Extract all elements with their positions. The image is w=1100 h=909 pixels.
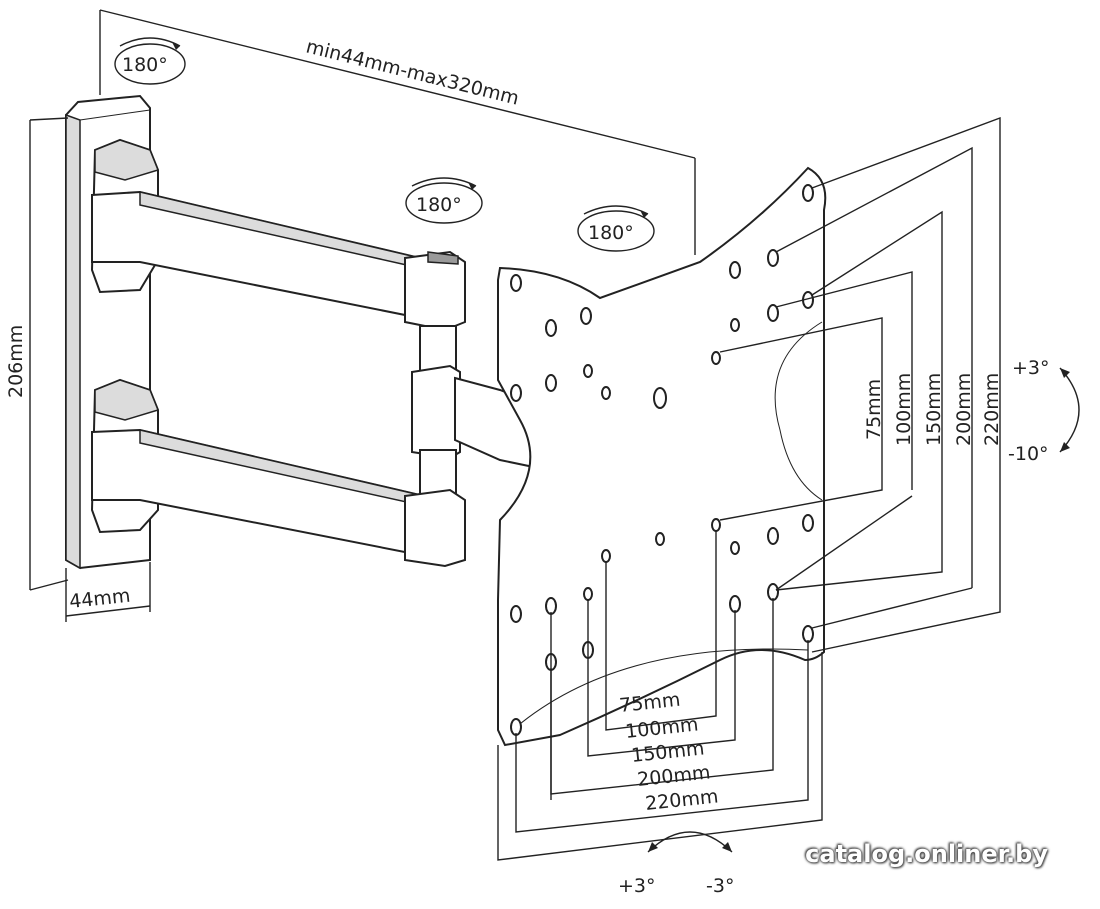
mount-hole (767, 249, 779, 267)
mount-hole (545, 319, 557, 337)
height-label: 206mm (5, 325, 27, 398)
vesa-v-200: 200mm (953, 373, 975, 446)
dim-vesa-vertical: 75mm 100mm 150mm 200mm 220mm (719, 116, 1003, 653)
mount-hole (802, 514, 814, 532)
arm-span-label: min44mm-max320mm (304, 36, 521, 110)
mount-hole (729, 261, 741, 279)
vesa-plate (497, 166, 827, 747)
center-hole (655, 532, 665, 546)
mount-hole (730, 541, 740, 555)
tilt-up-label: +3° (1012, 357, 1050, 379)
dim-height: 206mm (5, 117, 69, 591)
tilt-down-label: -10° (1008, 443, 1049, 465)
rotation-wall: 180° (114, 37, 186, 85)
mount-hole (802, 184, 814, 202)
mount-hole (510, 274, 522, 292)
swivel-indicator: +3° -3° (618, 831, 734, 897)
mount-hole (767, 583, 779, 601)
mount-hole (583, 364, 593, 378)
dim-depth: 44mm (65, 562, 151, 622)
rotation-mid: 180° (405, 177, 483, 224)
rotation-label-wall: 180° (122, 54, 168, 76)
watermark-text: catalog.onliner.by (805, 840, 1048, 868)
tilt-indicator: +3° -10° (1008, 357, 1080, 465)
mount-hole (510, 718, 522, 736)
upper-arm (90, 138, 466, 332)
mount-hole (601, 386, 611, 400)
mount-hole (711, 351, 721, 365)
mount-hole (730, 318, 740, 332)
rotation-label-mid: 180° (416, 194, 462, 216)
lower-arm (90, 378, 466, 568)
mount-hole (545, 374, 557, 392)
rotation-head: 180° (577, 205, 655, 252)
vesa-v-220: 220mm (981, 373, 1003, 446)
swivel-left-label: +3° (618, 875, 656, 897)
mount-hole (583, 587, 593, 601)
mount-hole (729, 595, 741, 613)
mount-hole (545, 597, 557, 615)
rotation-label-head: 180° (588, 222, 634, 244)
mount-hole (510, 605, 522, 623)
mount-hole (601, 549, 611, 563)
mount-hole (767, 527, 779, 545)
vesa-v-75: 75mm (863, 379, 885, 440)
center-hole (653, 387, 667, 409)
swivel-right-label: -3° (706, 875, 734, 897)
mount-hole (802, 625, 814, 643)
mount-hole (767, 304, 779, 322)
mount-hole (580, 307, 592, 325)
mount-hole (510, 384, 522, 402)
vesa-v-100: 100mm (893, 373, 915, 446)
mount-hole (711, 518, 721, 532)
vesa-v-150: 150mm (923, 373, 945, 446)
